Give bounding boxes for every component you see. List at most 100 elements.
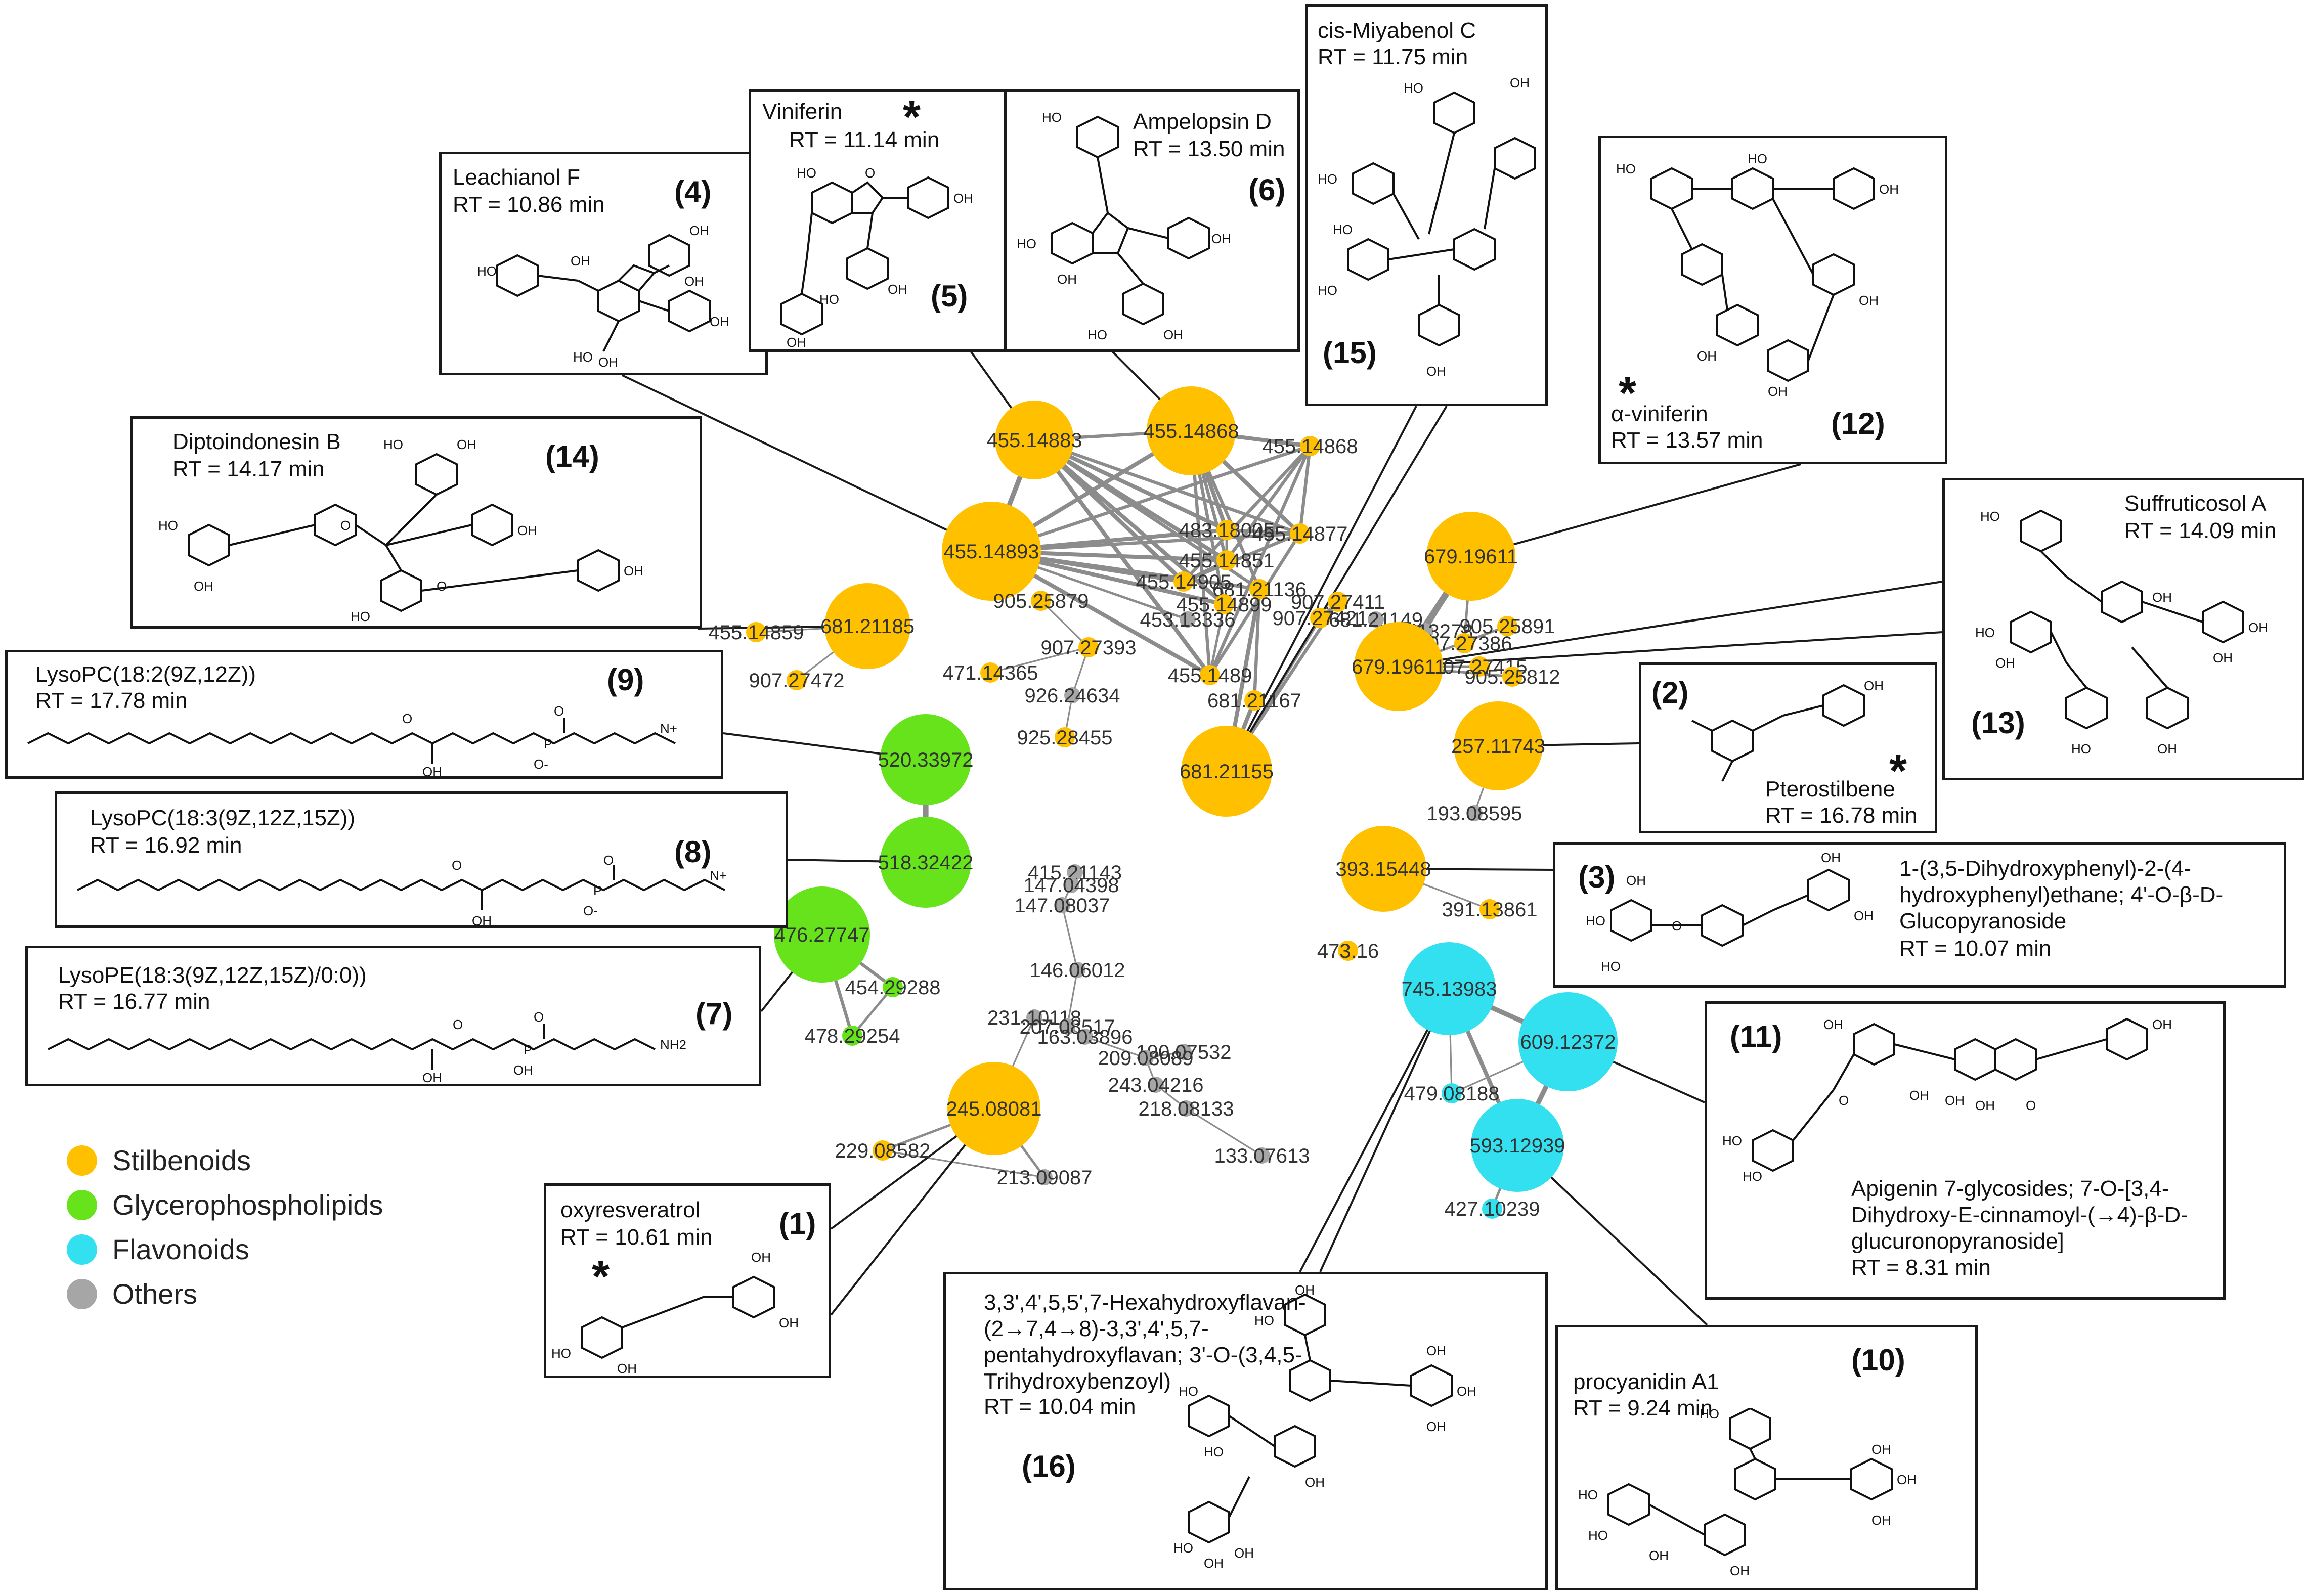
node-circle[interactable]: [774, 886, 870, 983]
node-circle[interactable]: [1147, 386, 1236, 475]
network-node[interactable]: 455.14868: [1143, 386, 1239, 475]
node-circle[interactable]: [1354, 622, 1443, 711]
node-circle[interactable]: [880, 714, 971, 805]
network-node[interactable]: 907.27411: [1291, 591, 1385, 613]
node-circle[interactable]: [1442, 1083, 1462, 1103]
network-node[interactable]: 146.06012: [1029, 959, 1125, 982]
node-circle[interactable]: [995, 401, 1074, 479]
network-node[interactable]: 593.12939: [1469, 1099, 1565, 1192]
node-circle[interactable]: [942, 502, 1041, 601]
node-circle[interactable]: [1497, 616, 1517, 636]
node-circle[interactable]: [1026, 1009, 1042, 1026]
node-circle[interactable]: [1181, 726, 1272, 817]
node-circle[interactable]: [1368, 611, 1384, 628]
node-circle[interactable]: [1469, 656, 1490, 677]
node-circle[interactable]: [842, 1026, 862, 1046]
node-circle[interactable]: [746, 622, 766, 642]
network-node[interactable]: 454.29288: [845, 977, 940, 999]
network-node[interactable]: 478.29254: [804, 1025, 900, 1047]
network-node[interactable]: 518.32422: [878, 817, 974, 908]
node-circle[interactable]: [787, 670, 807, 690]
node-circle[interactable]: [1338, 941, 1358, 961]
node-circle[interactable]: [1180, 611, 1196, 628]
network-node[interactable]: 926.24634: [1024, 685, 1120, 707]
node-circle[interactable]: [824, 583, 910, 669]
network-node[interactable]: 393.15448: [1335, 826, 1431, 912]
network-node[interactable]: 745.13983: [1401, 942, 1497, 1035]
network-node[interactable]: 905.25812: [1464, 666, 1560, 688]
node-circle[interactable]: [1059, 1018, 1075, 1035]
node-circle[interactable]: [1340, 826, 1426, 912]
node-circle[interactable]: [1454, 633, 1474, 653]
node-circle[interactable]: [1148, 1077, 1164, 1093]
node-circle[interactable]: [1426, 512, 1515, 601]
node-circle[interactable]: [1310, 608, 1330, 628]
node-circle[interactable]: [1055, 727, 1075, 747]
node-circle[interactable]: [880, 817, 971, 908]
network-node[interactable]: 163.03896: [1037, 1026, 1133, 1048]
node-circle[interactable]: [1482, 1199, 1502, 1219]
network-node[interactable]: 455.14868: [1262, 435, 1358, 458]
node-circle[interactable]: [1403, 942, 1496, 1035]
network-node[interactable]: 681.21185: [820, 583, 915, 669]
network-node[interactable]: 193.08595: [1426, 803, 1522, 825]
node-circle[interactable]: [1063, 877, 1079, 893]
node-circle[interactable]: [1069, 962, 1085, 978]
node-circle[interactable]: [1064, 687, 1080, 703]
network-node[interactable]: 907.27393: [1040, 637, 1136, 659]
node-circle[interactable]: [1328, 592, 1348, 612]
node-circle[interactable]: [873, 1140, 893, 1161]
network-node[interactable]: 391.13861: [1442, 899, 1537, 921]
node-circle[interactable]: [1077, 1029, 1093, 1045]
node-circle[interactable]: [1216, 520, 1237, 540]
network-node[interactable]: 257.11743: [1451, 701, 1545, 790]
network-node[interactable]: 905.25891: [1459, 615, 1555, 638]
node-circle[interactable]: [1518, 992, 1618, 1091]
network-node[interactable]: 679.19611: [1352, 622, 1446, 711]
network-node[interactable]: 455.1489: [1168, 664, 1252, 687]
network-node[interactable]: 245.08081: [946, 1062, 1042, 1155]
node-circle[interactable]: [1244, 690, 1265, 711]
node-circle[interactable]: [1078, 637, 1099, 657]
node-circle[interactable]: [1454, 701, 1543, 790]
node-circle[interactable]: [1031, 591, 1051, 611]
node-circle[interactable]: [1200, 665, 1220, 685]
network-node[interactable]: 907.27421: [1272, 607, 1368, 630]
node-circle[interactable]: [1036, 1169, 1053, 1185]
network-node[interactable]: 209.08089: [1098, 1047, 1193, 1070]
node-circle[interactable]: [1300, 436, 1320, 456]
node-circle[interactable]: [1479, 899, 1500, 919]
network-node[interactable]: 907.27472: [749, 670, 844, 692]
network-node[interactable]: 679.19611: [1424, 512, 1518, 601]
network-node[interactable]: 479.08188: [1404, 1083, 1499, 1105]
node-circle[interactable]: [1249, 579, 1270, 599]
network-node[interactable]: 609.12372: [1518, 992, 1618, 1091]
node-circle[interactable]: [1254, 1147, 1270, 1164]
network-node[interactable]: 455.14899: [1176, 594, 1272, 616]
network-node[interactable]: 483.18005: [1179, 519, 1274, 542]
network-node[interactable]: 147.08037: [1014, 895, 1110, 917]
node-circle[interactable]: [1173, 571, 1194, 592]
network-node[interactable]: 455.14851: [1179, 550, 1274, 572]
node-circle[interactable]: [1290, 523, 1310, 544]
network-node[interactable]: 455.14905: [1136, 571, 1231, 593]
network-node[interactable]: 455.14859: [708, 622, 804, 644]
network-node[interactable]: 427.10239: [1444, 1198, 1540, 1220]
network-node[interactable]: 476.27747: [774, 886, 870, 983]
network-node[interactable]: 905.25879: [993, 590, 1089, 612]
network-node[interactable]: 455.14877: [1252, 523, 1347, 545]
node-circle[interactable]: [1178, 1100, 1194, 1117]
node-circle[interactable]: [1216, 550, 1237, 570]
node-circle[interactable]: [1176, 1044, 1192, 1060]
network-node[interactable]: 229.08582: [835, 1140, 930, 1162]
network-node[interactable]: 147.04398: [1023, 874, 1119, 897]
node-circle[interactable]: [1466, 805, 1483, 821]
network-node[interactable]: 681.21155: [1180, 726, 1274, 817]
network-node[interactable]: 133.07613: [1214, 1145, 1310, 1167]
node-circle[interactable]: [1054, 897, 1070, 913]
network-node[interactable]: 453.13336: [1140, 609, 1235, 631]
network-node[interactable]: 925.28455: [1017, 727, 1112, 749]
network-node[interactable]: 455.14883: [986, 401, 1082, 479]
node-circle[interactable]: [980, 662, 1000, 683]
network-node[interactable]: 218.08133: [1138, 1098, 1234, 1120]
